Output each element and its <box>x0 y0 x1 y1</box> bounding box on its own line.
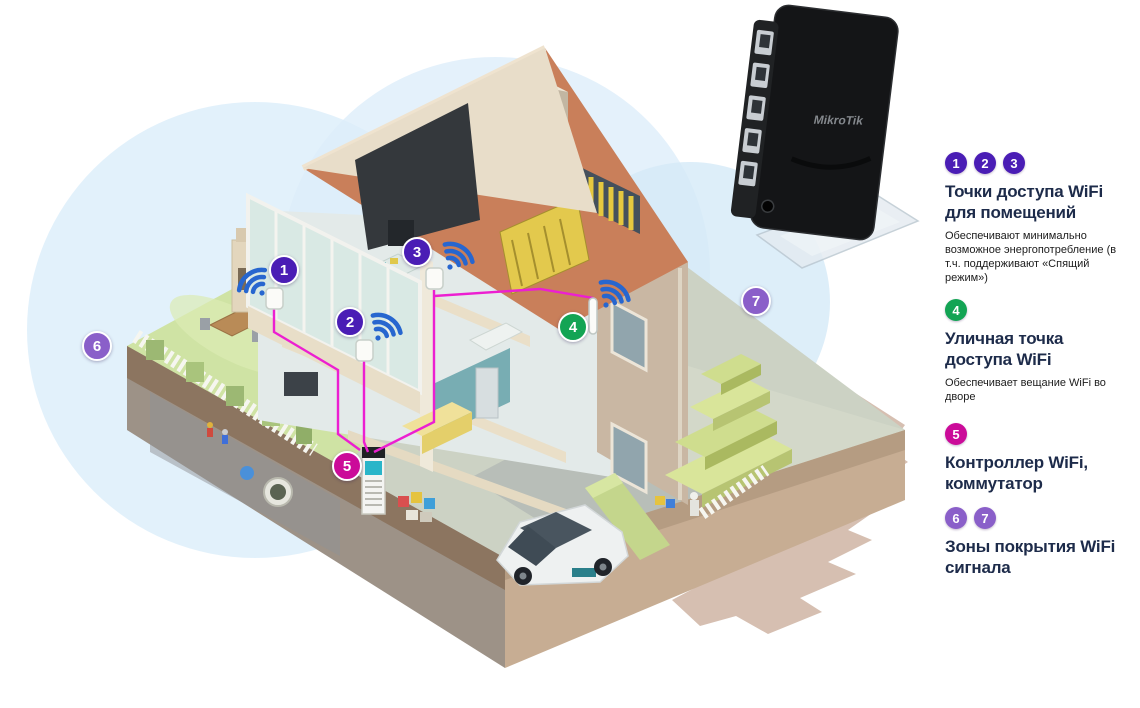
legend-badge-4: 4 <box>945 299 967 321</box>
roof-insulation <box>499 197 590 295</box>
wifi-controller-rack <box>361 447 386 515</box>
legend-badge-7: 7 <box>974 507 996 529</box>
facade-window-lower <box>610 421 648 495</box>
router-device: MikroTik <box>730 4 920 269</box>
legend-badge-1: 1 <box>945 152 967 174</box>
earth-topsoil-left <box>127 346 505 590</box>
legend-item-controller: 5 Контроллер WiFi, коммутатор <box>945 423 1140 494</box>
earth-face-right <box>505 430 905 668</box>
wifi-signal-icon-3 <box>442 241 475 270</box>
legend-badges: 1 2 3 <box>945 152 1140 174</box>
legend-badges: 5 <box>945 423 1140 445</box>
person-figure <box>690 492 699 516</box>
legend-badges: 6 7 <box>945 507 1140 529</box>
wifi-signal-icon-4 <box>598 279 631 308</box>
bathtub <box>468 322 524 351</box>
marker-zone-6: 6 <box>82 331 112 361</box>
access-point-2 <box>355 339 374 362</box>
terraced-hedge <box>665 354 792 508</box>
culvert-pipe-hole <box>270 484 286 500</box>
marker-zone-7: 7 <box>741 286 771 316</box>
legend-description: Обеспечивают минимально возможное энерго… <box>945 230 1117 284</box>
legend-item-outdoor-ap: 4 Уличная точка доступа WiFi Обеспечивае… <box>945 299 1140 404</box>
ethernet-ports <box>738 29 774 187</box>
rafters <box>511 218 571 287</box>
legend-title: Уличная точка доступа WiFi <box>945 329 1064 369</box>
conservatory <box>246 192 422 414</box>
kitchen-island-yellow-front <box>422 412 472 454</box>
picket-fence-right <box>698 465 770 519</box>
attic-opening <box>355 103 480 250</box>
wifi-signal-icon-1 <box>236 267 268 296</box>
tv-screen <box>284 372 318 396</box>
storage-shelf <box>398 492 435 522</box>
legend-badge-2: 2 <box>974 152 996 174</box>
picket-fence-left <box>132 330 318 456</box>
power-jack <box>760 199 775 213</box>
marker-indoor-ap-2: 2 <box>335 307 365 337</box>
facade-window-upper <box>610 299 648 373</box>
kitchen-island-yellow-top <box>402 402 472 436</box>
access-point-3 <box>425 267 444 290</box>
fridge <box>475 367 499 419</box>
hedge-driveway-top <box>585 473 623 498</box>
legend-title: Точки доступа WiFi для помещений <box>945 182 1104 222</box>
legend-item-coverage-zones: 6 7 Зоны покрытия WiFi сигнала <box>945 507 1140 578</box>
outdoor-antenna <box>588 297 598 335</box>
wifi-signal-icon-2 <box>370 312 403 341</box>
car <box>496 504 629 586</box>
legend-title: Контроллер WiFi, коммутатор <box>945 453 1088 493</box>
kitchen-gadget2 <box>390 258 398 264</box>
access-point-1 <box>265 287 284 310</box>
legend-badge-6: 6 <box>945 507 967 529</box>
marker-indoor-ap-3: 3 <box>402 237 432 267</box>
hedge-driveway <box>585 473 670 560</box>
router-brand-label: MikroTik <box>814 113 865 128</box>
marker-outdoor-ap-4: 4 <box>558 312 588 342</box>
basement-ceiling <box>348 430 602 532</box>
legend-title: Зоны покрытия WiFi сигнала <box>945 537 1116 577</box>
marker-controller-5: 5 <box>332 451 362 481</box>
garden-boxes <box>655 496 675 508</box>
marker-indoor-ap-1: 1 <box>269 255 299 285</box>
legend-badges: 4 <box>945 299 1140 321</box>
pedestrians <box>207 422 228 444</box>
legend-item-indoor-aps: 1 2 3 Точки доступа WiFi для помещений О… <box>945 152 1140 285</box>
legend-badge-5: 5 <box>945 423 967 445</box>
water-pipe <box>240 466 254 480</box>
legend-description: Обеспечивает вещание WiFi во дворе <box>945 377 1106 403</box>
legend-badge-3: 3 <box>1003 152 1025 174</box>
